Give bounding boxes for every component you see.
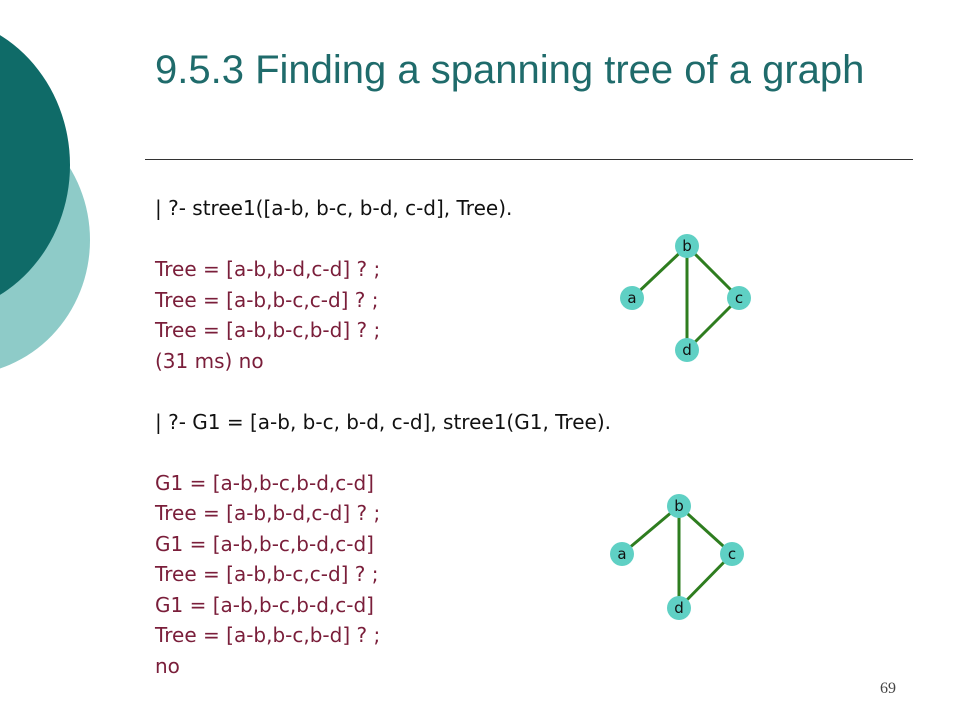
answer-line: Tree = [a-b,b-c,b-d] ? ; [155, 623, 381, 647]
node-d [667, 596, 691, 620]
blank-line [155, 376, 611, 407]
slide-title: 9.5.3 Finding a spanning tree of a graph [155, 48, 865, 92]
edge-c-d [677, 552, 734, 610]
node-d [675, 338, 699, 362]
answer-line: G1 = [a-b,b-c,b-d,c-d] [155, 470, 374, 495]
decor-dark-circle [0, 35, 70, 295]
node-c [727, 286, 751, 310]
edge-a-b [621, 504, 680, 556]
edge-c-d [685, 296, 741, 352]
node-label-b: b [682, 237, 692, 255]
answer-line: no [155, 653, 180, 678]
node-b [667, 494, 691, 518]
node-label-c: c [735, 289, 743, 307]
graph-diagram-1: b a c d [600, 228, 780, 382]
node-label-d: d [682, 341, 692, 359]
decorative-side-shapes [0, 0, 140, 720]
edge-b-c [685, 244, 741, 300]
query-line: | ?- stree1([a-b, b-c, b-d, c-d], Tree). [155, 196, 513, 220]
blank-line [155, 437, 611, 468]
node-label-a: a [617, 545, 626, 563]
query-line: | ?- G1 = [a-b, b-c, b-d, c-d], stree1(G… [155, 409, 611, 434]
title-divider [145, 159, 913, 160]
answer-line: Tree = [a-b,b-c,b-d] ? ; [155, 318, 381, 342]
slide-body: | ?- stree1([a-b, b-c, b-d, c-d], Tree).… [155, 193, 611, 681]
node-b [675, 234, 699, 258]
node-c [720, 542, 744, 566]
page-number: 69 [880, 680, 896, 697]
answer-line: Tree = [a-b,b-c,c-d] ? ; [155, 287, 379, 312]
graph-diagram-2: b a c d [592, 490, 772, 644]
answer-line: G1 = [a-b,b-c,b-d,c-d] [155, 531, 374, 556]
answer-line: (31 ms) no [155, 348, 264, 373]
answer-line: Tree = [a-b,b-d,c-d] ? ; [155, 501, 381, 525]
blank-line [155, 224, 611, 255]
edge-a-b [630, 244, 689, 300]
node-a [620, 286, 644, 310]
answer-line: Tree = [a-b,b-d,c-d] ? ; [155, 257, 381, 281]
answer-line: Tree = [a-b,b-c,c-d] ? ; [155, 562, 379, 586]
node-label-d: d [674, 599, 684, 617]
node-a [610, 542, 634, 566]
answer-line: G1 = [a-b,b-c,b-d,c-d] [155, 592, 374, 617]
node-label-b: b [674, 497, 684, 515]
node-label-a: a [627, 289, 636, 307]
node-label-c: c [728, 545, 736, 563]
